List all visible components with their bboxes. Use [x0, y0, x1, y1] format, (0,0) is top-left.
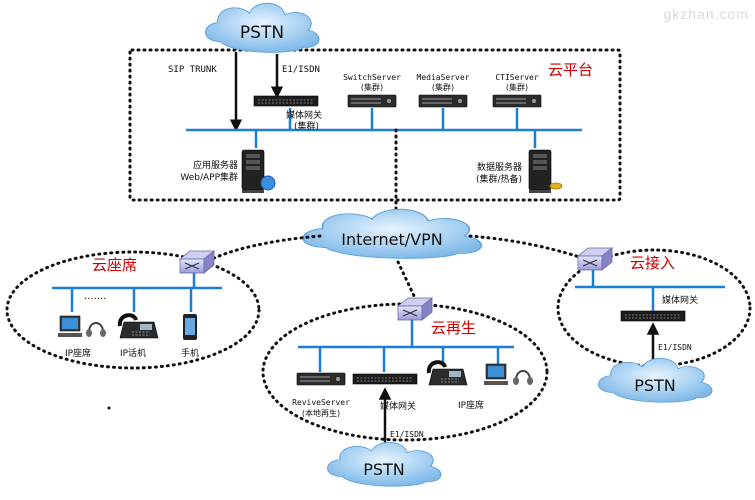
pstn-label-right: PSTN [634, 376, 676, 395]
database-icon [549, 182, 563, 190]
watermark: gkzhan.com [663, 6, 749, 22]
switch-server [347, 94, 397, 108]
mobile-phone-icon [183, 314, 197, 340]
cti-server [492, 94, 542, 108]
cloud-platform-title: 云平台 [548, 61, 593, 79]
cloud-regen-title: 云再生 [431, 319, 476, 337]
regen-ip-seat-pc [483, 363, 509, 386]
regen-media-gateway-label: 媒体网关 [380, 400, 416, 412]
sip-trunk-label: SIP TRUNK [168, 65, 217, 75]
app-server [241, 149, 265, 194]
regen-ip-seat-label: IP座席 [458, 399, 484, 411]
more-devices-dots: ······· [84, 294, 106, 305]
app-server-label-2: Web/APP集群 [180, 171, 238, 183]
cloud-platform-frame [128, 48, 622, 202]
ip-seat-pc [57, 315, 83, 338]
db-server-label-2: (集群/热备) [476, 173, 522, 185]
switch-server-sub: (集群) [361, 82, 383, 92]
mobile-label: 手机 [181, 347, 199, 359]
cloud-access-switch [577, 247, 613, 271]
app-server-label-1: 应用服务器 [193, 159, 238, 171]
regen-e1-isdn-label: E1/ISDN [390, 430, 424, 439]
regen-headset-icon [512, 370, 534, 386]
cloud-seat-zone [5, 250, 261, 370]
cloud-access-zone [556, 248, 752, 368]
headset-icon [85, 322, 107, 338]
media-server-label: MediaServer [417, 73, 470, 82]
cti-server-sub: (集群) [506, 82, 528, 92]
media-gateway-cluster [253, 95, 319, 107]
pstn-label-bottom: PSTN [363, 460, 405, 479]
revive-server-label: ReviveServer [292, 398, 350, 407]
db-server-label-1: 数据服务器 [477, 161, 522, 173]
revive-server [296, 372, 346, 386]
access-media-gateway-label: 媒体网关 [662, 294, 698, 306]
ip-phone [117, 313, 160, 340]
access-media-gateway [620, 310, 686, 322]
regen-ip-phone [426, 360, 469, 387]
media-server [418, 94, 468, 108]
regen-media-gateway [352, 373, 418, 385]
media-server-sub: (集群) [432, 82, 454, 92]
cti-server-label: CTIServer [495, 73, 539, 82]
switch-server-label: SwitchServer [343, 73, 401, 82]
revive-server-sub: (本地再生) [302, 408, 340, 418]
media-gateway-label-2: (集群) [294, 120, 319, 132]
access-e1-isdn-label: E1/ISDN [658, 343, 692, 352]
web-globe-icon [260, 175, 276, 191]
cloud-access-title: 云接入 [630, 254, 675, 272]
cloud-seat-title: 云座席 [92, 256, 137, 274]
ip-phone-label: IP话机 [120, 347, 146, 359]
ip-seat-label: IP座席 [65, 347, 91, 359]
pstn-label-top: PSTN [240, 23, 284, 43]
internet-vpn-label: Internet/VPN [341, 230, 442, 249]
e1-isdn-label-top: E1/ISDN [282, 65, 320, 75]
cloud-seat-switch [179, 250, 215, 274]
db-server [528, 149, 552, 194]
cloud-regen-switch [397, 297, 433, 321]
media-gateway-label-1: 媒体网关 [286, 109, 322, 121]
